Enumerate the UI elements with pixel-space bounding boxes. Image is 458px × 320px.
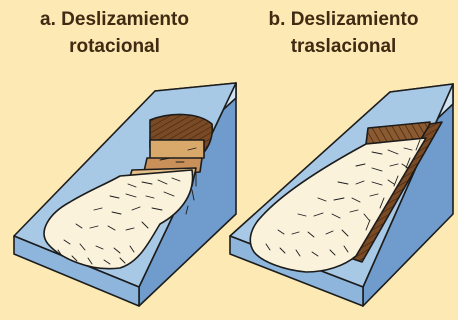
translational-landslide-block	[230, 84, 453, 306]
rotational-landslide-block	[14, 83, 236, 306]
soil-block-a1	[150, 140, 204, 160]
